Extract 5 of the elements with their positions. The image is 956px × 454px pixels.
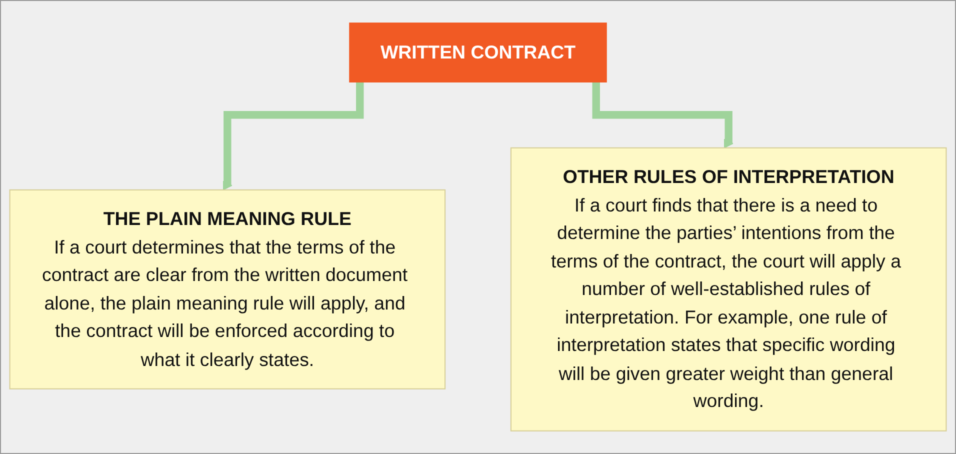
arrow xyxy=(222,82,364,190)
arrow xyxy=(592,82,734,148)
node-box: WRITTEN CONTRACT xyxy=(349,22,607,82)
node-box: THE PLAIN MEANING RULE If a court determines that the terms of the contract are clear from the written document alone, the plain meaning rule will apply, and the contract will be enforced according to what it clearly states. xyxy=(9,189,446,390)
node-box: OTHER RULES OF INTERPRETATION If a court finds that there is a need to determine the parties’ intentions from the terms of the contract, the court will apply a number of well-established rules of interpretation. For example, one rule of interpretation states that specific wording will be given greater weight than general wording. xyxy=(510,147,947,432)
